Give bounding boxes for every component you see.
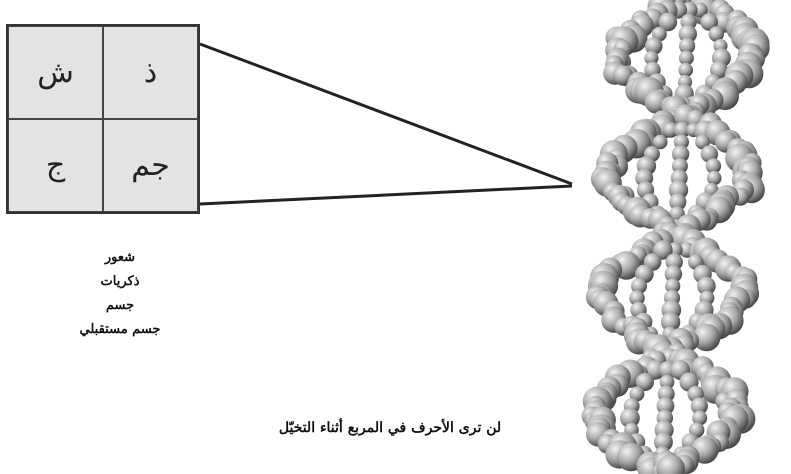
- atom-sphere: [690, 397, 709, 415]
- legend-item: ذكريات: [100, 274, 140, 289]
- legend-item: جسم: [105, 298, 135, 313]
- atom-sphere: [664, 265, 683, 283]
- atom-sphere: [678, 50, 694, 66]
- atom-sphere: [673, 121, 691, 139]
- grid-cell-bottom-left: ج: [8, 119, 103, 212]
- atom-sphere: [700, 13, 718, 31]
- atom-sphere: [665, 278, 681, 294]
- atom-sphere: [656, 454, 686, 474]
- atom-sphere: [673, 134, 690, 150]
- callout-line-top: [199, 42, 573, 186]
- atom-sphere: [631, 278, 647, 294]
- legend-item: شعور: [104, 250, 136, 265]
- atom-sphere: [620, 408, 640, 428]
- atom-sphere: [629, 290, 645, 306]
- atom-sphere: [671, 158, 688, 174]
- atom-sphere: [653, 432, 673, 452]
- atom-sphere: [706, 170, 722, 186]
- atom-sphere: [671, 145, 690, 163]
- atom-sphere: [679, 37, 696, 55]
- figure-caption: لن ترى الأحرف في المربع أثناء التخيّل: [278, 420, 502, 436]
- atom-sphere: [669, 193, 687, 211]
- atom-sphere: [663, 122, 679, 138]
- atom-sphere: [705, 158, 722, 174]
- atom-sphere: [653, 240, 673, 260]
- atom-sphere: [695, 134, 710, 150]
- atom-sphere: [659, 374, 675, 390]
- grid-cell-bottom-right: جم: [103, 119, 198, 212]
- atom-sphere: [658, 12, 678, 32]
- atom-sphere: [656, 397, 675, 415]
- atom-sphere: [692, 323, 721, 352]
- atom-sphere: [678, 62, 693, 78]
- dna-helix-molecule-icon: [581, 0, 770, 474]
- grid-cell-top-right: ذ: [103, 26, 198, 119]
- letter-grid: ش ذ ج جم: [6, 24, 200, 214]
- atom-sphere: [660, 312, 681, 332]
- atom-sphere: [678, 24, 697, 44]
- atom-sphere: [644, 50, 659, 66]
- callout-line-bottom: [199, 184, 573, 206]
- atom-sphere: [652, 134, 668, 150]
- atom-sphere: [692, 410, 708, 426]
- grid-cell-top-left: ش: [8, 26, 103, 119]
- atom-sphere: [708, 26, 724, 42]
- legend-list: شعور ذكريات جسم جسم مستقبلي: [40, 246, 200, 342]
- atom-sphere: [635, 372, 655, 392]
- atom-sphere: [697, 276, 716, 296]
- atom-sphere: [645, 37, 663, 55]
- legend-item: جسم مستقبلي: [79, 322, 161, 337]
- atom-sphere: [629, 386, 645, 402]
